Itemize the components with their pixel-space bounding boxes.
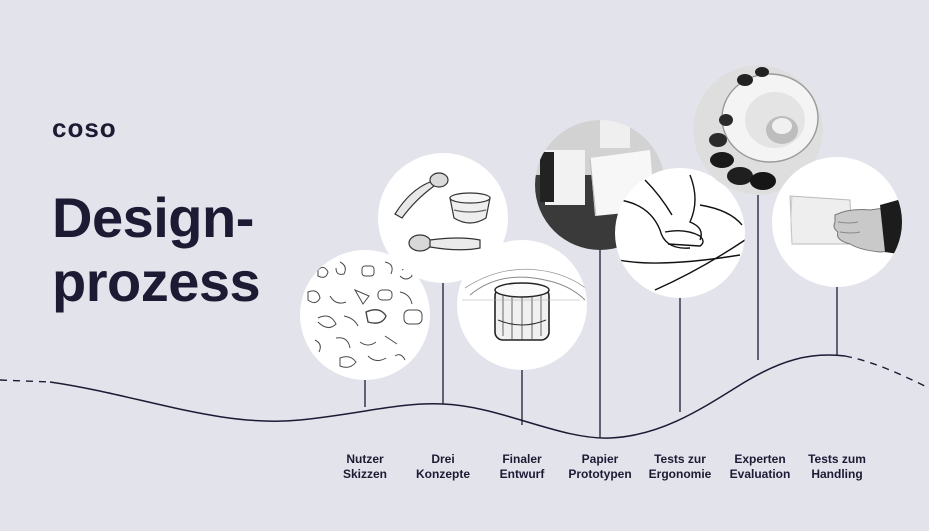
concepts-icon bbox=[378, 153, 508, 283]
step-label-line: Evaluation bbox=[729, 467, 791, 481]
title-line-1: Design- bbox=[52, 186, 254, 249]
title-line-2: prozess bbox=[52, 250, 261, 313]
step-label-line: Skizzen bbox=[342, 467, 388, 481]
step-label-handling-tests: Tests zum Handling bbox=[808, 452, 866, 482]
step-label-final-draft: Finaler Entwurf bbox=[500, 452, 545, 482]
step-label-line: Prototypen bbox=[568, 467, 632, 481]
step-label-line: Ergonomie bbox=[648, 467, 712, 481]
wave-line bbox=[49, 354, 846, 439]
wave-dashed-right bbox=[844, 355, 929, 389]
step-label-user-sketches: Nutzer Skizzen bbox=[343, 452, 387, 482]
step-label-line: Finaler bbox=[502, 452, 542, 466]
sketches-icon bbox=[300, 250, 430, 380]
handling-icon bbox=[772, 157, 902, 287]
step-label-line: Tests zur bbox=[654, 452, 706, 466]
brand-logo: coso bbox=[52, 113, 117, 143]
ergonomics-icon bbox=[615, 168, 745, 298]
step-labels: Nutzer Skizzen Drei Konzepte Finaler Ent… bbox=[0, 452, 929, 492]
step-label-line: Tests zum bbox=[808, 452, 866, 466]
step-label-line: Papier bbox=[581, 452, 619, 466]
step-label-line: Drei bbox=[431, 452, 455, 466]
step-label-line: Handling bbox=[811, 467, 863, 481]
step-label-line: Experten bbox=[734, 452, 786, 466]
step-label-ergonomics-tests: Tests zur Ergonomie bbox=[649, 452, 712, 482]
step-label-expert-evaluation: Experten Evaluation bbox=[730, 452, 791, 482]
wave-dashed-left bbox=[0, 379, 51, 383]
step-label-line: Konzepte bbox=[416, 467, 470, 481]
step-label-line: Entwurf bbox=[499, 467, 545, 481]
step-label-three-concepts: Drei Konzepte bbox=[416, 452, 470, 482]
final-draft-icon bbox=[457, 240, 587, 370]
page-title: Design- prozess bbox=[52, 186, 261, 314]
step-label-paper-prototypes: Papier Prototypen bbox=[568, 452, 631, 482]
step-label-line: Nutzer bbox=[346, 452, 384, 466]
